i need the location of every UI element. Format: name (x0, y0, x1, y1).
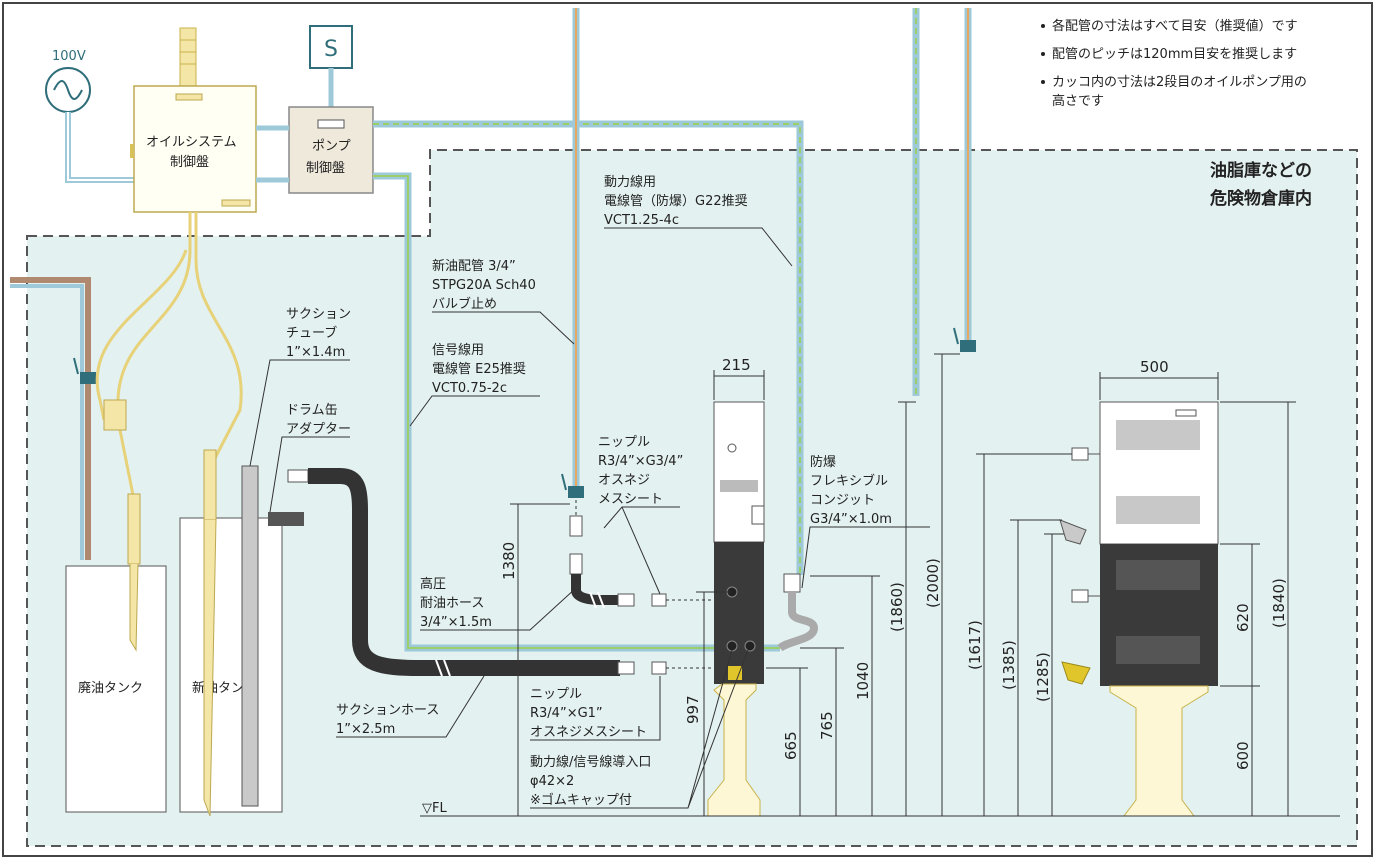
dim-1860: (1860) (888, 582, 906, 632)
floor-label: ▽FL (422, 801, 447, 816)
dim-1380: 1380 (500, 542, 518, 580)
dim-997: 997 (684, 695, 702, 724)
cable-entry-2: φ42×2 (530, 774, 574, 789)
zone-label-line1: 油脂庫などの (1210, 160, 1312, 181)
nipple-bottom-3: オスネジメスシート (530, 725, 647, 740)
note-4: 高さです (1052, 93, 1104, 109)
tube-yellow-2 (194, 212, 243, 461)
nipple-bottom-1: ニップル (530, 687, 582, 702)
power-conduit-3: VCT1.25-4c (604, 213, 679, 228)
suction-tube-3: 1”×1.4m (286, 345, 345, 360)
dim-600: 600 (1234, 741, 1252, 770)
note-2: 配管のピッチは120mm目安を推奨します (1052, 47, 1297, 62)
cable-entry-3: ※ゴムキャップ付 (530, 792, 632, 808)
dim-765: 765 (818, 711, 836, 740)
cable-entry-1: 動力線/信号線導入口 (530, 754, 651, 770)
ac-wave-icon (53, 80, 83, 100)
pump-unit-small (707, 401, 765, 817)
suction-tube-1: サクション (286, 307, 351, 322)
flex-conduit-3: コンジット (810, 493, 875, 508)
drum-adapter-1: ドラム缶 (286, 403, 338, 418)
suction-hose-2: 1”×2.5m (336, 722, 395, 737)
waste-oil-pipe (10, 277, 91, 560)
suction-hose-1: サクションホース (336, 703, 439, 718)
sensor-label: S (324, 37, 338, 62)
suction-hose (308, 468, 620, 676)
valve-icon-3 (73, 357, 96, 384)
pump-panel-label-2: 制御盤 (306, 161, 345, 176)
nipple-top-2: R3/4”×G3/4” (598, 454, 683, 469)
dim-2000: (2000) (924, 558, 942, 608)
signal-conduit-1: 信号線用 (432, 342, 484, 358)
nipple-top-4: メスシート (598, 492, 663, 507)
power-conduit-1: 動力線用 (604, 174, 656, 190)
oil-panel-label-2: 制御盤 (170, 155, 209, 170)
dim-620: 620 (1234, 603, 1252, 632)
nipple-top-3: オスネジ (598, 473, 650, 488)
nipple-top-1: ニップル (598, 435, 650, 450)
nipple-bottom-2: R3/4”×G1” (530, 706, 603, 721)
notes-list: 各配管の寸法はすべて目安（推奨値）です 配管のピッチは120mm目安を推奨します… (1041, 18, 1307, 109)
hp-hose-1: 高圧 (420, 576, 446, 592)
hazard-zone (26, 149, 1358, 847)
signal-conduit-2: 電線管 E25推奨 (432, 361, 526, 377)
dimension-lines (510, 353, 1296, 816)
hp-hose-2: 耐油ホース (420, 596, 484, 611)
new-oil-pipe-1-label: 新油配管 3/4” (432, 258, 516, 274)
note-3: カッコ内の寸法は2段目のオイルポンプ用の (1052, 74, 1307, 90)
new-oil-pipe-3-label: バルブ止め (432, 296, 497, 312)
suction-tube-2: チューブ (286, 325, 337, 341)
dim-1617: (1617) (966, 620, 984, 670)
beacon-light (179, 27, 197, 87)
valve-icon-2 (953, 327, 976, 352)
note-1: 各配管の寸法はすべて目安（推奨値）です (1052, 18, 1298, 34)
power-conduit-2: 電線管（防爆）G22推奨 (604, 193, 748, 209)
drum-adapter-2: アダプター (286, 422, 351, 437)
suction-tube (241, 465, 259, 807)
hp-hose-3: 3/4”×1.5m (420, 615, 492, 630)
dim-1040: 1040 (854, 662, 872, 700)
valve-icon (561, 473, 584, 498)
dim-1285: (1285) (1034, 652, 1052, 702)
flex-conduit-4: G3/4”×1.0m (810, 512, 892, 527)
flex-conduit (777, 592, 819, 652)
power-source-label: 100V (52, 49, 86, 64)
waste-tank (65, 565, 167, 813)
zone-label-line2: 危険物倉庫内 (1209, 188, 1312, 209)
signal-conduit-3: VCT0.75-2c (432, 381, 507, 396)
flex-conduit-1: 防爆 (810, 454, 836, 470)
pump-unit-large (1059, 401, 1219, 817)
new-oil-tank (179, 517, 283, 813)
waste-tank-label: 廃油タンク (78, 680, 143, 696)
dim-1385: (1385) (1000, 640, 1018, 690)
flex-conduit-2: フレキシブル (810, 473, 888, 489)
new-oil-pipe-2-label: STPG20A Sch40 (432, 278, 536, 293)
sensor-box (309, 25, 353, 69)
pump-panel-label-1: ポンプ (312, 139, 351, 154)
oil-system-panel (133, 85, 257, 213)
dim-215: 215 (722, 356, 751, 374)
dim-665: 665 (782, 731, 800, 760)
tube-yellow-1 (116, 212, 192, 501)
dim-1840: (1840) (1270, 578, 1288, 628)
oil-panel-label-1: オイルシステム (146, 135, 237, 150)
dim-500: 500 (1140, 358, 1169, 376)
